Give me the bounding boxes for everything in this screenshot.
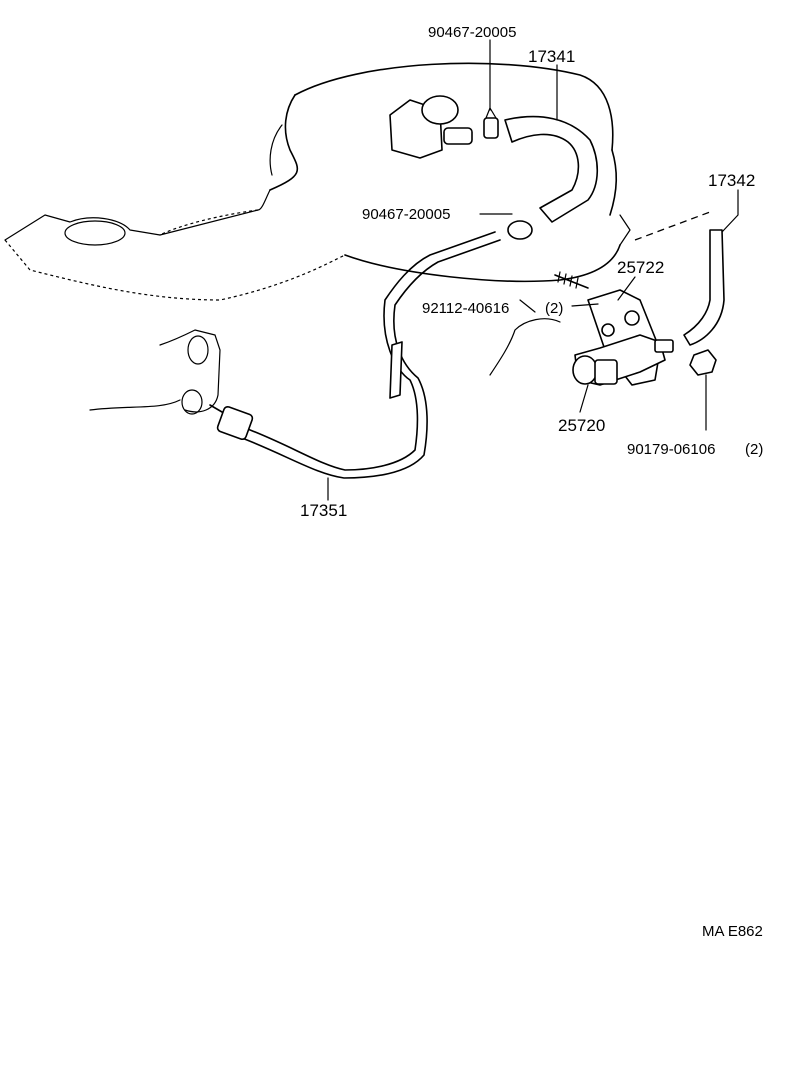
part-label-92112-qty: (2) <box>545 300 563 317</box>
hose-clamp-mid <box>507 220 533 240</box>
part-label-90467-mid: 90467-20005 <box>362 206 450 223</box>
part-label-17342: 17342 <box>708 171 755 190</box>
part-label-90179: 90179-06106 <box>627 441 715 458</box>
part-label-90179-qty: (2) <box>745 441 763 458</box>
nut-90179 <box>689 349 717 376</box>
engine-block-outline <box>89 299 561 415</box>
hose-17342 <box>634 211 725 346</box>
pipe-17351 <box>209 231 501 479</box>
part-label-17341: 17341 <box>528 47 575 66</box>
vsv-25720 <box>572 334 674 386</box>
part-label-25720: 25720 <box>558 416 605 435</box>
hose-17341 <box>504 115 599 223</box>
figure-code: MA E862 <box>702 923 763 940</box>
bolt-92112 <box>554 271 589 289</box>
part-label-25722: 25722 <box>617 258 664 277</box>
hose-clamp-top <box>483 107 499 139</box>
part-label-17351: 17351 <box>300 501 347 520</box>
air-cleaner-housing <box>4 62 631 301</box>
leader-lines <box>327 39 739 501</box>
part-labels: 90467-20005 17341 17342 90467-20005 2572… <box>300 24 763 940</box>
part-label-92112: 92112-40616 <box>422 300 509 317</box>
part-label-90467-top: 90467-20005 <box>428 24 516 41</box>
upper-hose-fitting <box>389 95 473 159</box>
